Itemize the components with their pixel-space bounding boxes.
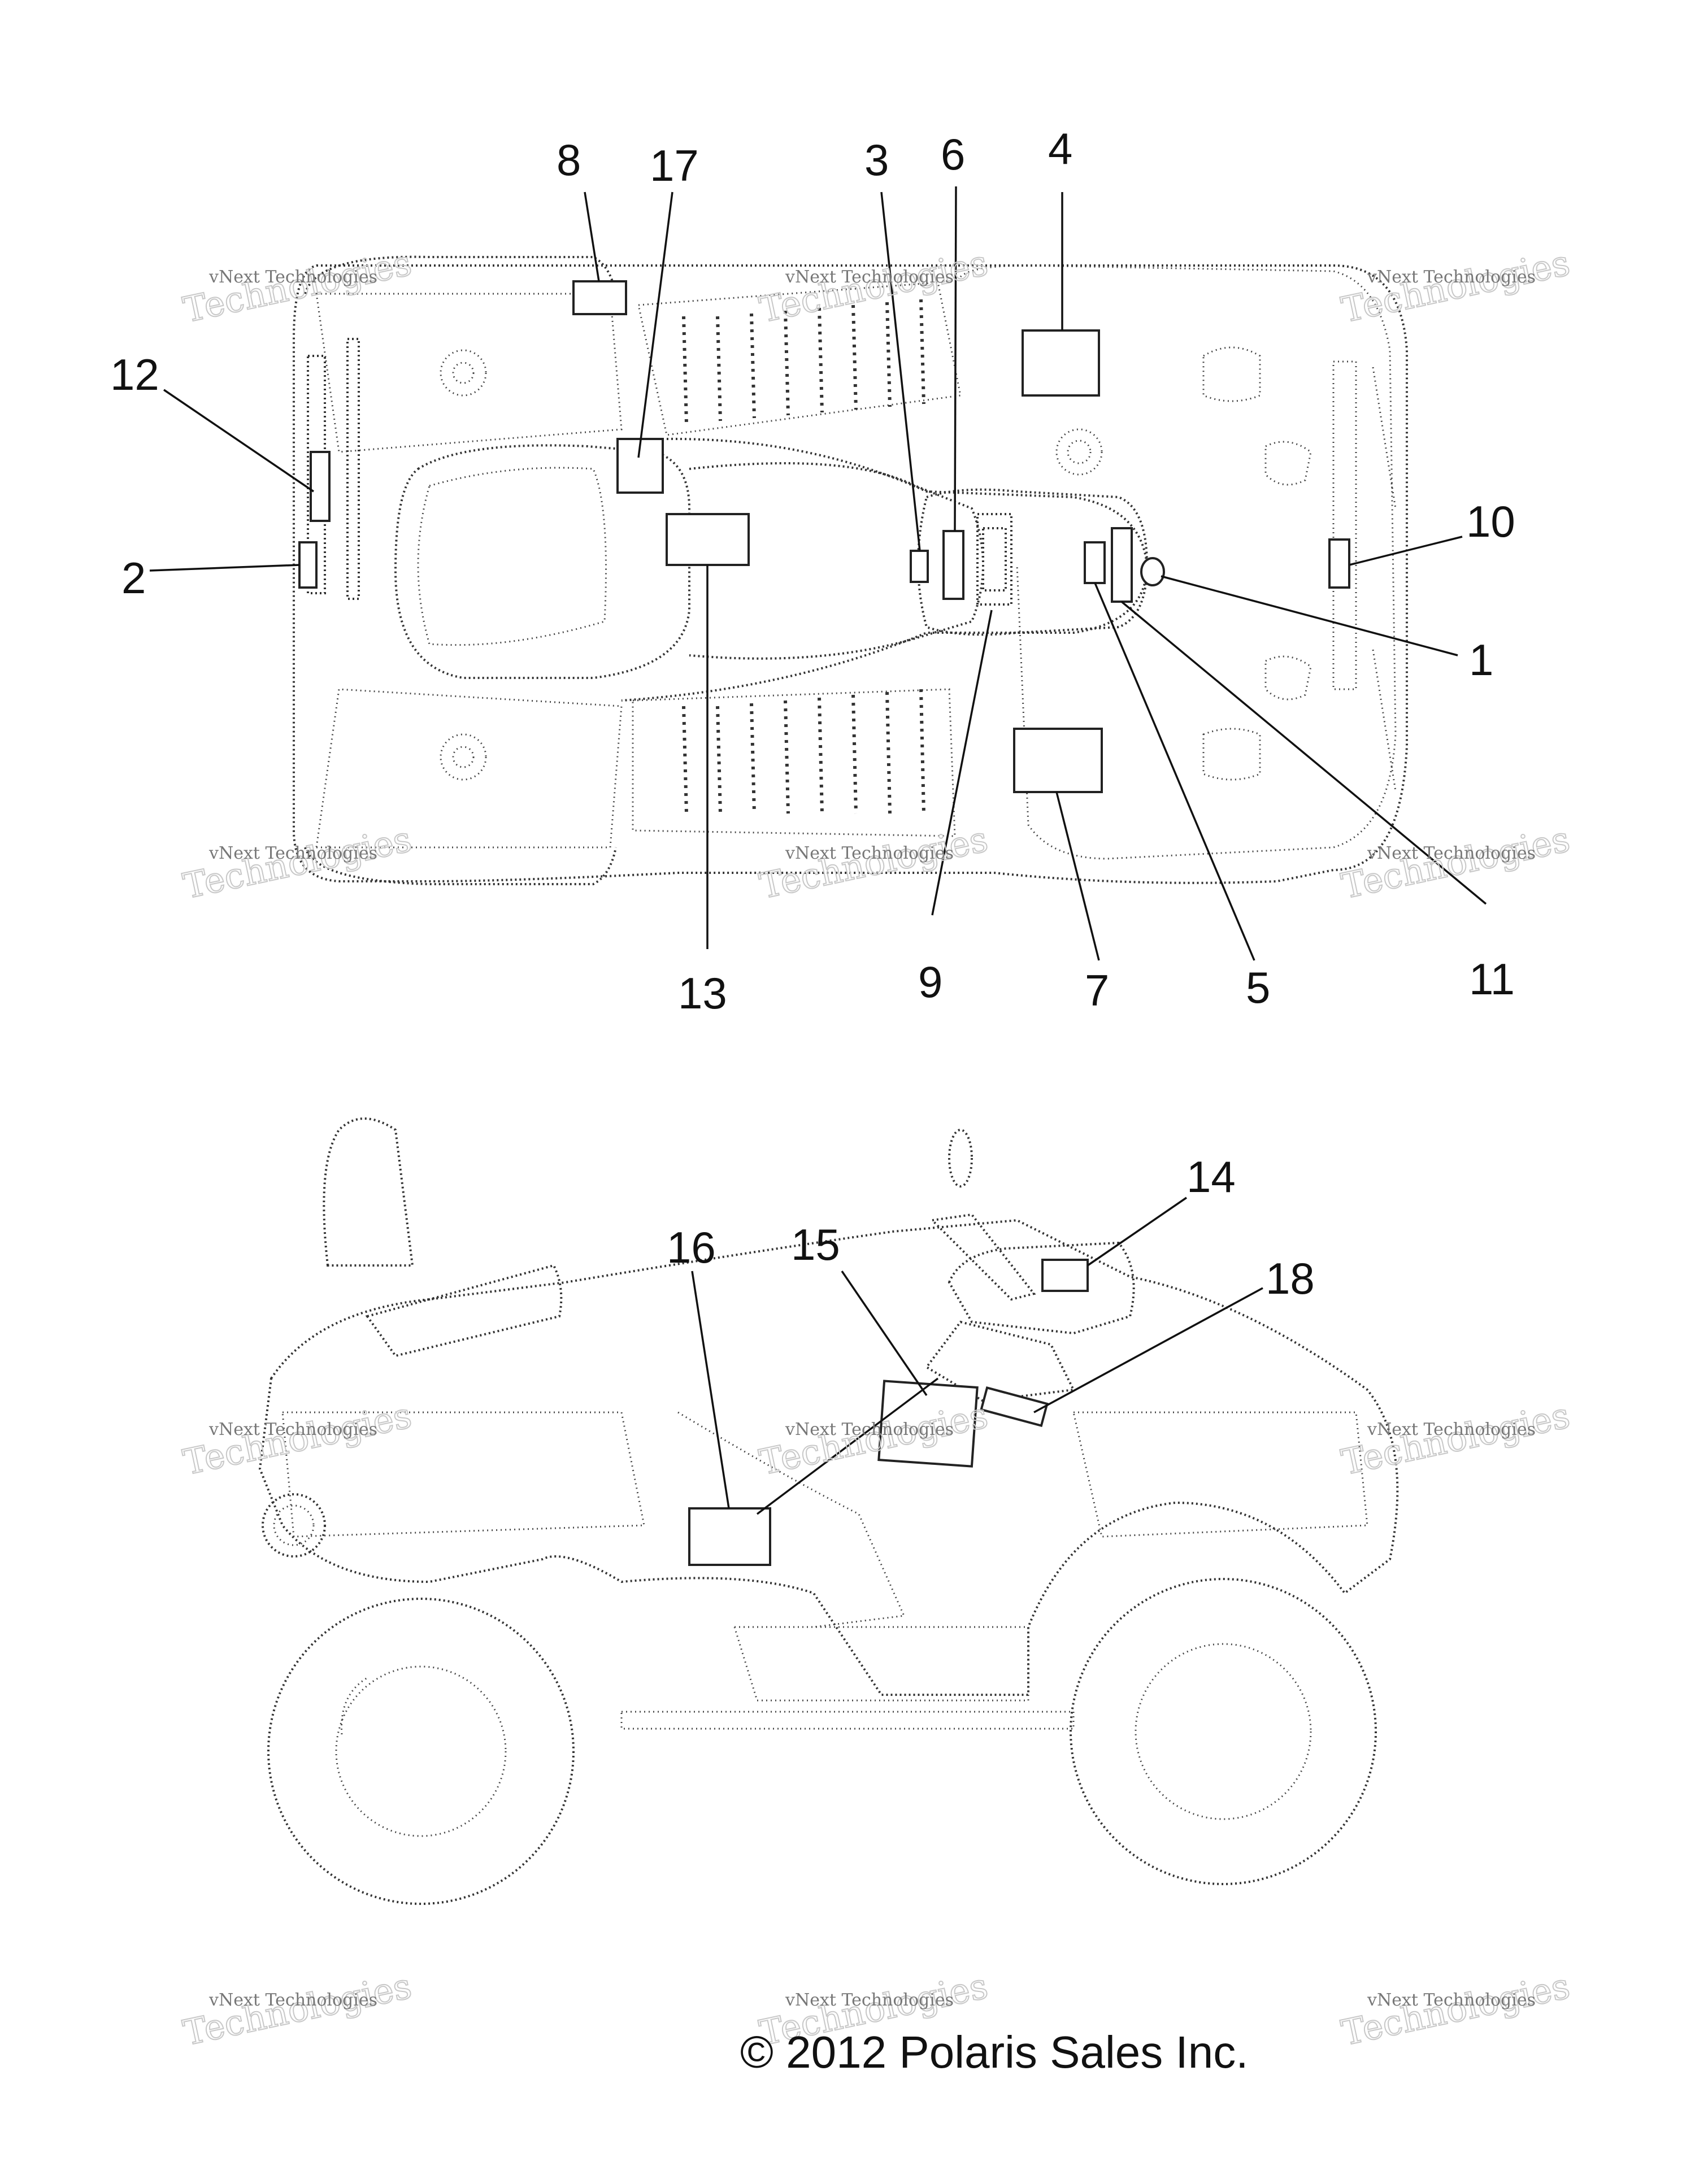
watermark: Technologies vNext Technologies bbox=[1337, 1394, 1574, 1484]
decal-6 bbox=[942, 530, 964, 600]
side-view-leaders bbox=[691, 1197, 1263, 1515]
svg-text:vNext Technologies: vNext Technologies bbox=[1367, 267, 1536, 287]
atv-top-view bbox=[293, 255, 1408, 885]
callout-11: 11 bbox=[1469, 954, 1515, 1004]
decal-2 bbox=[298, 541, 318, 589]
callout-9: 9 bbox=[918, 957, 942, 1007]
decal-5 bbox=[1084, 541, 1106, 584]
callout-8: 8 bbox=[557, 135, 581, 185]
callout-13: 13 bbox=[678, 968, 727, 1018]
top-view-leaders bbox=[149, 186, 1487, 961]
callout-2: 2 bbox=[121, 553, 146, 603]
svg-text:vNext Technologies: vNext Technologies bbox=[785, 267, 954, 287]
decal-8 bbox=[572, 280, 627, 315]
copyright-text: © 2012 Polaris Sales Inc. bbox=[740, 2027, 1248, 2077]
svg-text:vNext Technologies: vNext Technologies bbox=[785, 843, 954, 863]
top-view-decals bbox=[298, 280, 1350, 793]
callout-4: 4 bbox=[1048, 124, 1072, 173]
watermarks: Technologies vNext Technologies Technolo… bbox=[179, 241, 1574, 2054]
watermark: Technologies vNext Technologies bbox=[179, 817, 416, 907]
decal-11 bbox=[1111, 527, 1133, 603]
watermark: Technologies vNext Technologies bbox=[1337, 817, 1574, 907]
callout-numbers: 1 2 3 4 5 6 7 8 9 10 11 12 13 14 15 16 1… bbox=[110, 124, 1515, 1303]
atv-side-view bbox=[258, 1117, 1399, 1905]
decal-7 bbox=[1013, 728, 1103, 793]
callout-15: 15 bbox=[791, 1220, 840, 1269]
svg-text:vNext Technologies: vNext Technologies bbox=[1367, 1420, 1536, 1439]
callout-14: 14 bbox=[1187, 1152, 1236, 1202]
watermark: Technologies vNext Technologies bbox=[179, 241, 416, 331]
watermark: Technologies vNext Technologies bbox=[1337, 241, 1574, 331]
callout-7: 7 bbox=[1085, 965, 1109, 1015]
svg-text:vNext Technologies: vNext Technologies bbox=[785, 1420, 954, 1439]
callout-18: 18 bbox=[1266, 1254, 1315, 1303]
decal-4 bbox=[1022, 329, 1100, 397]
decal-14 bbox=[1041, 1259, 1089, 1292]
callout-5: 5 bbox=[1246, 963, 1270, 1012]
callout-10: 10 bbox=[1466, 497, 1515, 546]
decal-1 bbox=[1140, 557, 1165, 586]
callout-16: 16 bbox=[667, 1223, 716, 1272]
watermark: Technologies vNext Technologies bbox=[755, 817, 992, 907]
callout-1: 1 bbox=[1469, 635, 1493, 685]
watermark: Technologies vNext Technologies bbox=[1337, 1964, 1574, 2054]
decal-13 bbox=[666, 513, 750, 566]
side-view-decals bbox=[688, 1259, 1089, 1566]
callout-6: 6 bbox=[941, 129, 965, 179]
callout-12: 12 bbox=[110, 350, 159, 399]
decal-10 bbox=[1328, 538, 1350, 589]
watermark: Technologies vNext Technologies bbox=[179, 1394, 416, 1484]
svg-text:vNext Technologies: vNext Technologies bbox=[1367, 1990, 1536, 2010]
decal-16 bbox=[688, 1507, 771, 1566]
decal-12 bbox=[310, 451, 331, 522]
watermark: Technologies vNext Technologies bbox=[755, 1394, 992, 1484]
svg-text:vNext Technologies: vNext Technologies bbox=[208, 1990, 377, 2010]
svg-text:vNext Technologies: vNext Technologies bbox=[1367, 843, 1536, 863]
svg-text:vNext Technologies: vNext Technologies bbox=[785, 1990, 954, 2010]
decal-18 bbox=[980, 1386, 1049, 1428]
callout-3: 3 bbox=[864, 135, 889, 185]
svg-text:vNext Technologies: vNext Technologies bbox=[208, 843, 377, 863]
callout-17: 17 bbox=[650, 141, 699, 190]
svg-text:vNext Technologies: vNext Technologies bbox=[208, 1420, 377, 1439]
svg-text:vNext Technologies: vNext Technologies bbox=[208, 267, 377, 287]
decal-3 bbox=[910, 550, 929, 583]
watermark: Technologies vNext Technologies bbox=[179, 1964, 416, 2054]
